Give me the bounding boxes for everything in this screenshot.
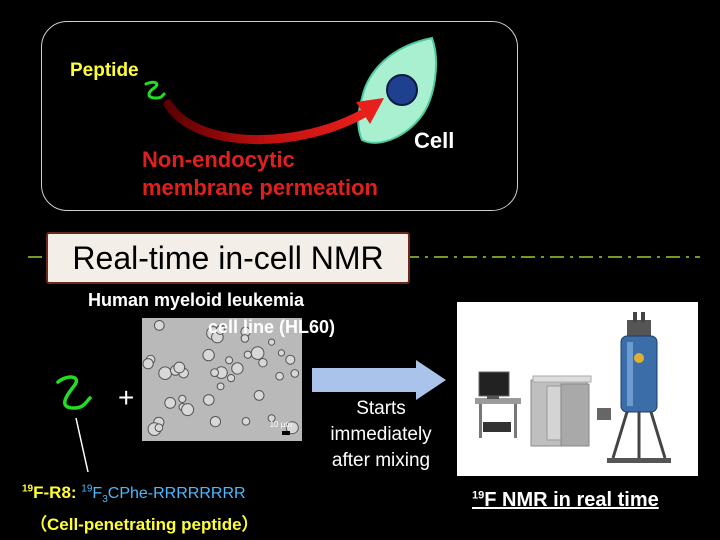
nmr-instrument-photo (457, 302, 698, 476)
micrograph-cell (153, 320, 165, 331)
micrograph-cell (216, 382, 225, 391)
micrograph-cell (173, 361, 186, 374)
micrograph-cell (215, 325, 225, 335)
sequence-sup: 19 (81, 483, 93, 495)
nmr-instrument-drawing (475, 312, 671, 463)
micrograph-cell (210, 368, 219, 377)
micrograph-cell (267, 414, 276, 423)
permeation-line-2: membrane permeation (142, 175, 378, 200)
micrograph-cell (154, 423, 164, 432)
permeation-line-1: Non-endocytic (142, 147, 295, 172)
micrograph-cell (277, 349, 285, 357)
micrograph-cell (285, 354, 296, 365)
nmr-caption-text: F NMR in real time (484, 489, 659, 511)
micrograph-cell (202, 348, 215, 362)
micrograph-cell (243, 350, 252, 359)
hl60-micrograph: 10 µm (142, 318, 302, 441)
micrograph-cell (142, 358, 154, 370)
micrograph-cell (240, 334, 250, 343)
nmr-caption: 19F NMR in real time (472, 489, 659, 512)
peptide-squiggle-large (56, 375, 92, 473)
peptide-name-sep: : (70, 483, 82, 502)
plus-sign: + (118, 382, 135, 413)
scale-bar (282, 431, 290, 435)
cells-title-line-1: Human myeloid leukemia (88, 290, 305, 310)
micrograph-cell (258, 358, 268, 368)
micrograph-cell (203, 394, 215, 406)
micrograph-cell (158, 366, 172, 381)
peptide-sequence: 19F3CPhe-RRRRRRRR (81, 483, 246, 506)
section-title: Real-time in-cell NMR (46, 232, 410, 284)
micrograph-cell (231, 362, 244, 375)
micrograph-cell (164, 397, 177, 409)
peptide-squiggle-small (144, 80, 166, 100)
nmr-caption-sup: 19 (472, 489, 485, 502)
micrograph-cell (209, 416, 222, 428)
sequence-part-a: F (92, 485, 103, 502)
micrograph-cell (290, 369, 300, 378)
micrograph-cell (250, 346, 265, 360)
micrograph-cell (275, 371, 284, 381)
arrow-caption-line-2: immediately (330, 424, 432, 445)
micrograph-cell (178, 394, 187, 404)
peptide-name-text: F-R8 (33, 483, 71, 502)
peptide-name: 19F-R8: 19F3CPhe-RRRRRRRR (22, 483, 246, 505)
arrow-caption-line-3: after mixing (331, 450, 431, 471)
sequence-sub: 3 (102, 494, 108, 506)
divider-line (28, 256, 700, 258)
permeation-label: Non-endocytic membrane permeation (142, 146, 378, 202)
micrograph-cell (268, 338, 276, 346)
peptide-note: （Cell-penetrating peptide） (30, 515, 259, 534)
arrow-caption-line-1: Starts (356, 398, 406, 419)
cell-label: Cell (414, 128, 455, 153)
micrograph-cell (181, 403, 195, 417)
permeation-arrow (163, 99, 371, 144)
schematic-panel (41, 21, 518, 211)
permeation-arrowhead (356, 98, 384, 124)
peptide-name-sup: 19 (22, 483, 34, 495)
peptide-label: Peptide (70, 60, 139, 81)
permeation-schematic (144, 36, 437, 144)
scale-bar-label: 10 µm (269, 420, 292, 429)
arrow-caption: Starts immediately after mixing (316, 396, 446, 474)
micrograph-cell (285, 421, 299, 435)
micrograph-cells (142, 320, 300, 436)
sequence-part-b: CPhe-RRRRRRRR (107, 485, 246, 502)
cell-nucleus (386, 74, 418, 106)
micrograph-cell (225, 356, 234, 365)
mixing-arrow (312, 360, 446, 400)
micrograph-cell (241, 417, 251, 426)
micrograph-cell (227, 374, 236, 383)
cells-title-line-2: cell line (HL60) (208, 317, 336, 337)
micrograph-cell (253, 390, 265, 401)
